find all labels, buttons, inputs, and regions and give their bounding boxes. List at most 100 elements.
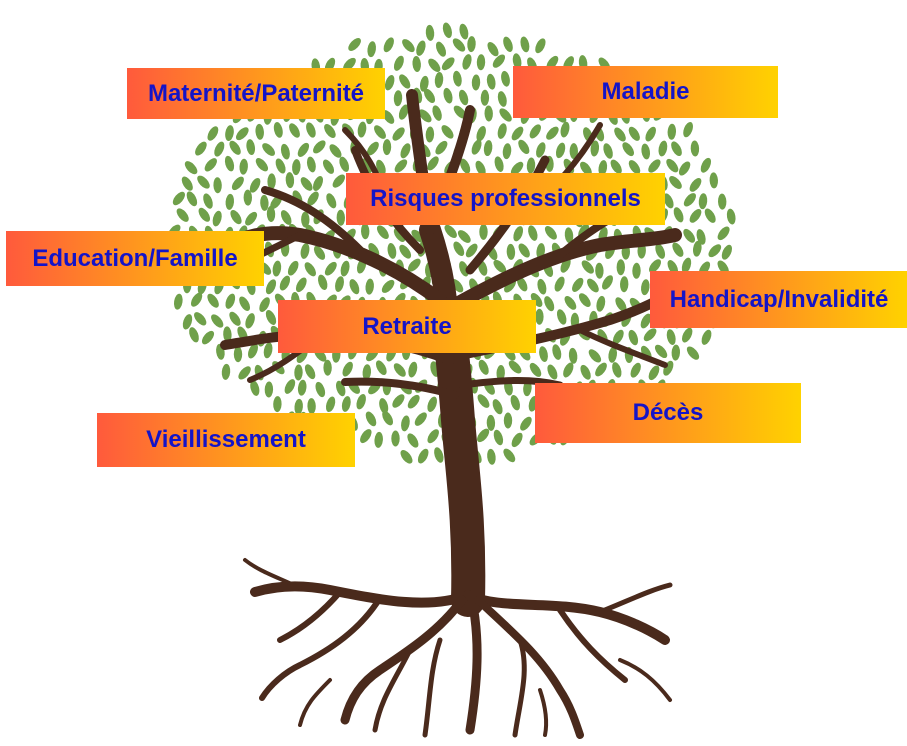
leaf	[671, 141, 682, 156]
leaf	[229, 140, 241, 155]
leaf	[259, 297, 270, 312]
leaf	[315, 381, 326, 398]
leaf	[322, 159, 335, 174]
leaf	[360, 429, 372, 444]
leaf	[596, 295, 606, 312]
leaf	[407, 394, 420, 409]
leaf	[503, 412, 513, 429]
leaf	[273, 396, 282, 413]
leaf	[280, 143, 290, 160]
leaf	[332, 174, 345, 188]
leaf	[544, 226, 557, 240]
leaf	[503, 36, 513, 52]
leaf	[632, 262, 641, 279]
leaf	[546, 126, 559, 140]
leaf	[587, 278, 599, 293]
leaf	[528, 225, 538, 241]
leaf	[511, 126, 524, 141]
leaf	[681, 327, 693, 343]
leaf	[643, 328, 657, 342]
leaf	[343, 57, 356, 71]
leaf	[598, 160, 608, 176]
leaf	[513, 226, 524, 242]
leaf	[266, 206, 276, 222]
leaf	[224, 155, 235, 172]
leaf	[313, 140, 326, 154]
leaf	[239, 158, 248, 175]
leaf	[407, 433, 419, 448]
leaf	[391, 430, 400, 447]
leaf	[499, 108, 512, 122]
leaf	[306, 122, 316, 138]
leaf	[453, 70, 462, 87]
leaf	[295, 277, 307, 293]
leaf	[427, 156, 439, 171]
leaf	[425, 126, 435, 143]
leaf	[492, 399, 503, 415]
leaf	[329, 144, 342, 158]
leaf	[182, 314, 193, 330]
leaf	[190, 292, 203, 307]
leaf	[535, 38, 546, 54]
label-bg-risques	[346, 173, 665, 225]
leaf	[471, 139, 482, 155]
leaf	[416, 40, 426, 56]
leaf	[704, 208, 716, 223]
leaf	[628, 329, 639, 346]
leaf	[414, 412, 427, 426]
leaf	[393, 90, 403, 107]
leaf	[238, 366, 251, 380]
leaf	[516, 276, 528, 292]
leaf	[336, 209, 346, 226]
leaf	[211, 314, 224, 328]
leaf	[411, 229, 425, 243]
leaf	[486, 414, 496, 431]
leaf	[672, 242, 684, 257]
leaf	[197, 175, 210, 189]
leaf	[376, 159, 386, 176]
leaf	[529, 124, 541, 139]
leaf	[428, 58, 441, 72]
leaf	[184, 161, 198, 175]
leaf	[394, 159, 408, 173]
leaf	[501, 70, 510, 87]
leaf	[480, 89, 490, 106]
leaf	[608, 346, 618, 363]
leaf	[287, 260, 299, 276]
leaf	[229, 311, 241, 326]
leaf	[360, 223, 370, 240]
leaf	[348, 38, 361, 51]
leaf	[231, 176, 244, 191]
leaf	[399, 244, 412, 259]
leaf	[374, 431, 383, 448]
leaf	[537, 278, 547, 295]
leaf	[194, 312, 207, 326]
leaf	[671, 344, 681, 361]
leaf	[382, 139, 392, 156]
leaf	[325, 396, 336, 413]
leaf	[628, 160, 641, 175]
leaf	[520, 36, 530, 53]
leaf	[458, 89, 469, 106]
leaf	[260, 194, 269, 211]
label-bg-vieillissement	[97, 413, 355, 467]
leaf	[492, 54, 506, 68]
leaf	[487, 41, 499, 57]
leaf	[526, 157, 536, 174]
leaf	[452, 38, 466, 52]
label-risques-professionnels: Risques professionnels	[370, 185, 641, 212]
leaf	[284, 379, 296, 394]
leaf	[423, 88, 436, 104]
leaf	[186, 191, 198, 207]
leaf	[459, 23, 469, 40]
leaf	[307, 398, 316, 415]
leaf	[459, 261, 469, 277]
leaf	[312, 175, 324, 192]
leaf	[435, 140, 448, 155]
leaf	[366, 141, 379, 156]
leaf	[285, 172, 295, 189]
leaf	[484, 105, 493, 122]
leaf	[384, 75, 395, 91]
leaf	[595, 262, 604, 279]
